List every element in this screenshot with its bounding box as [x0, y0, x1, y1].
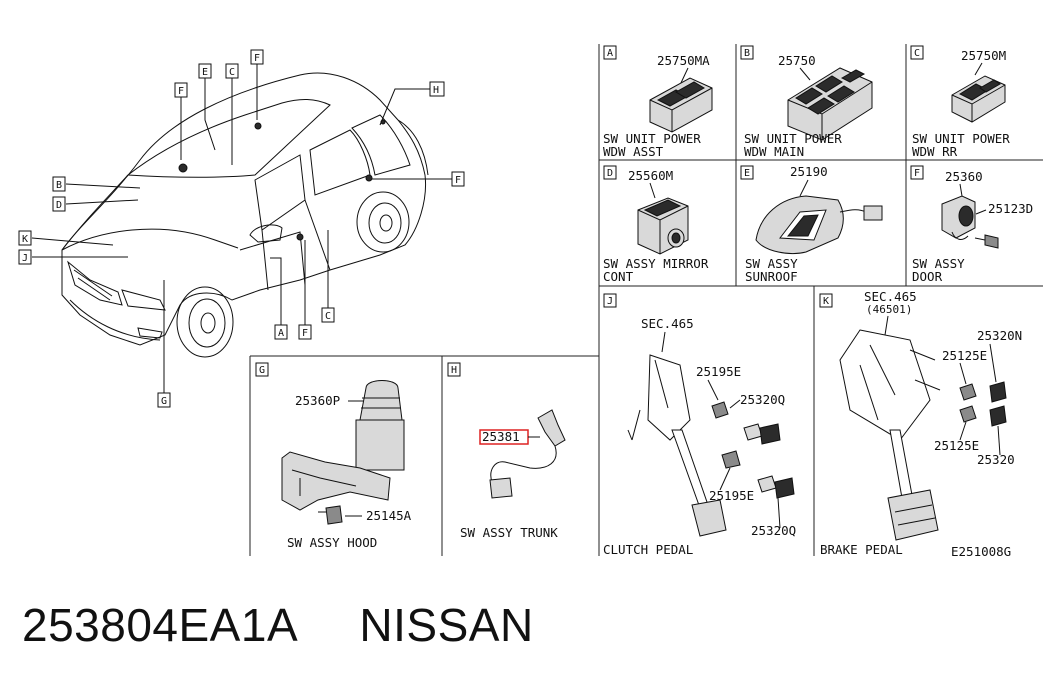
part-number: 25320Q: [740, 392, 785, 407]
panel-letter: B: [744, 48, 750, 59]
caption-line: WDW MAIN: [744, 144, 804, 159]
caption-line: DOOR: [912, 269, 943, 284]
section-ref: SEC.465: [864, 289, 917, 304]
panel-a: A 25750MA SW UNIT POWER WDW ASST: [603, 45, 713, 159]
caption-line: SUNROOF: [745, 269, 798, 284]
panel-d: D 25560M SW ASSY MIRROR CONT: [603, 165, 709, 284]
panel-j: J SEC.465 25195E 25320Q 25195E 25320Q CL…: [603, 293, 796, 557]
panel-letter: G: [259, 365, 265, 376]
caption-line: SW ASSY: [912, 256, 965, 271]
part-number: 25195E: [709, 488, 754, 503]
panel-letter: J: [607, 296, 613, 307]
car-label: D: [56, 200, 62, 211]
car-label: H: [433, 85, 439, 96]
part-number: 25125E: [934, 438, 979, 453]
part-number: 25125E: [942, 348, 987, 363]
caption: BRAKE PEDAL: [820, 542, 903, 557]
panel-g: G 25360P 25145A SW ASSY HOOD: [255, 362, 412, 550]
panel-e: E 25190 SW ASSY SUNROOF: [740, 164, 883, 284]
panel-letter: E: [744, 168, 750, 179]
panel-grid: [249, 44, 1043, 556]
caption-line: SW ASSY: [745, 256, 798, 271]
diagram-code: E251008G: [951, 544, 1011, 559]
caption-line: SW UNIT POWER: [912, 131, 1010, 146]
part-number: 25560M: [628, 168, 673, 183]
section-ref: (46501): [866, 303, 912, 316]
panel-c: C 25750M SW UNIT POWER WDW RR: [910, 45, 1010, 159]
panel-letter: D: [607, 168, 613, 179]
caption-line: SW ASSY MIRROR: [603, 256, 709, 271]
panel-letter: K: [823, 296, 829, 307]
car-label: F: [302, 328, 308, 339]
part-number: 25360: [945, 169, 983, 184]
panel-letter: H: [451, 365, 457, 376]
car-label: B: [56, 180, 62, 191]
car-label: C: [229, 67, 235, 78]
part-number-label: 253804EA1A: [22, 599, 299, 651]
part-number: 25190: [790, 164, 828, 179]
car-label: E: [202, 67, 208, 78]
panel-letter: A: [607, 48, 613, 59]
panel-f: F 25360 25123D SW ASSY DOOR: [910, 165, 1033, 284]
part-number: 25750MA: [657, 53, 710, 68]
car-label: J: [22, 253, 28, 264]
car-label: F: [455, 175, 461, 186]
panel-b: B 25750 SW UNIT POWER WDW MAIN: [740, 45, 873, 159]
car-label: F: [254, 53, 260, 64]
car-label: G: [161, 396, 167, 407]
section-ref: SEC.465: [641, 316, 694, 331]
footer: 253804EA1A NISSAN: [22, 598, 534, 652]
panel-h: H 25381 SW ASSY TRUNK: [447, 362, 566, 540]
caption-line: WDW ASST: [603, 144, 664, 159]
part-number: 25320N: [977, 328, 1022, 343]
part-number: 25320Q: [751, 523, 796, 538]
car-overview: F E C F H B D F K J A F C G: [18, 49, 465, 408]
car-label: A: [278, 328, 284, 339]
caption-line: SW UNIT POWER: [744, 131, 842, 146]
caption-line: CONT: [603, 269, 634, 284]
part-number: 25750M: [961, 48, 1006, 63]
part-number: 25320: [977, 452, 1015, 467]
panel-k: K SEC.465 (46501) 25320N 25125E 25125E 2…: [819, 289, 1022, 559]
car-label: K: [22, 234, 28, 245]
caption-line: SW UNIT POWER: [603, 131, 701, 146]
part-number: 25145A: [366, 508, 412, 523]
car-label: F: [178, 86, 184, 97]
caption: SW ASSY HOOD: [287, 535, 377, 550]
caption-line: WDW RR: [912, 144, 958, 159]
part-number: 25750: [778, 53, 816, 68]
panel-letter: F: [914, 168, 920, 179]
caption: SW ASSY TRUNK: [460, 525, 558, 540]
part-number: 25123D: [988, 201, 1033, 216]
part-number: 25195E: [696, 364, 741, 379]
car-label: C: [325, 311, 331, 322]
caption: CLUTCH PEDAL: [603, 542, 693, 557]
part-number: 25381: [482, 429, 520, 444]
panel-letter: C: [914, 48, 920, 59]
brand-label: NISSAN: [359, 599, 534, 651]
part-number: 25360P: [295, 393, 340, 408]
